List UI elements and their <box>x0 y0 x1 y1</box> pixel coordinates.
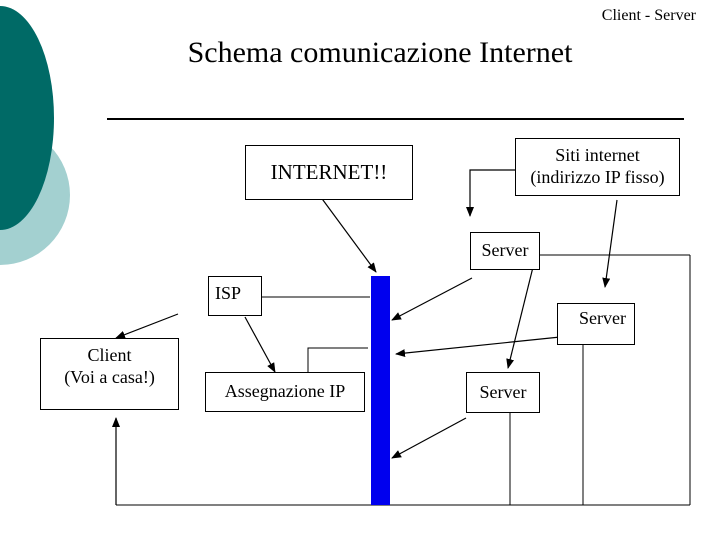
server-bottom-label: Server <box>479 381 527 402</box>
section-header: Client - Server <box>601 7 696 24</box>
server-top-label: Server <box>481 240 529 261</box>
title-underline <box>107 118 684 120</box>
internet-label: INTERNET!! <box>270 159 388 184</box>
internet-backbone-bar <box>371 276 390 505</box>
client-sublabel: (Voi a casa!) <box>64 366 155 387</box>
server-mid-label: Server <box>579 308 626 328</box>
assegnazione-ip-box: Assegnazione IP <box>205 372 365 412</box>
siti-internet-box: Siti internet (indirizzo IP fisso) <box>515 138 680 196</box>
page-title: Schema comunicazione Internet <box>187 36 573 69</box>
isp-label: ISP <box>215 283 242 303</box>
arrow-server-bottom-to-backbone <box>391 417 467 459</box>
arrow-server-to-server-bottom <box>506 254 537 369</box>
client-label: Client <box>87 345 132 365</box>
internet-box: INTERNET!! <box>245 145 413 200</box>
client-box: Client (Voi a casa!) <box>40 338 179 410</box>
arrow-isp-to-assegnazione <box>244 316 276 373</box>
server-top-box: Server <box>470 232 540 270</box>
dark-teal-circle <box>0 6 54 230</box>
assegnazione-link-line <box>307 347 368 372</box>
arrow-server-to-backbone <box>391 277 473 321</box>
assegnazione-ip-label: Assegnazione IP <box>224 381 346 402</box>
isp-box: ISP <box>208 276 262 316</box>
arrow-isp-to-client <box>115 313 179 339</box>
server-bottom-box: Server <box>466 372 540 413</box>
arrow-siti-to-server <box>466 169 518 217</box>
siti-internet-sublabel: (indirizzo IP fisso) <box>530 166 665 187</box>
server-mid-box: Server <box>557 303 635 345</box>
arrow-internet-to-backbone <box>319 195 377 273</box>
arrow-siti-to-server-mid <box>602 199 618 288</box>
arrow-server-mid-to-backbone <box>395 335 571 358</box>
siti-internet-label: Siti internet <box>555 145 640 165</box>
